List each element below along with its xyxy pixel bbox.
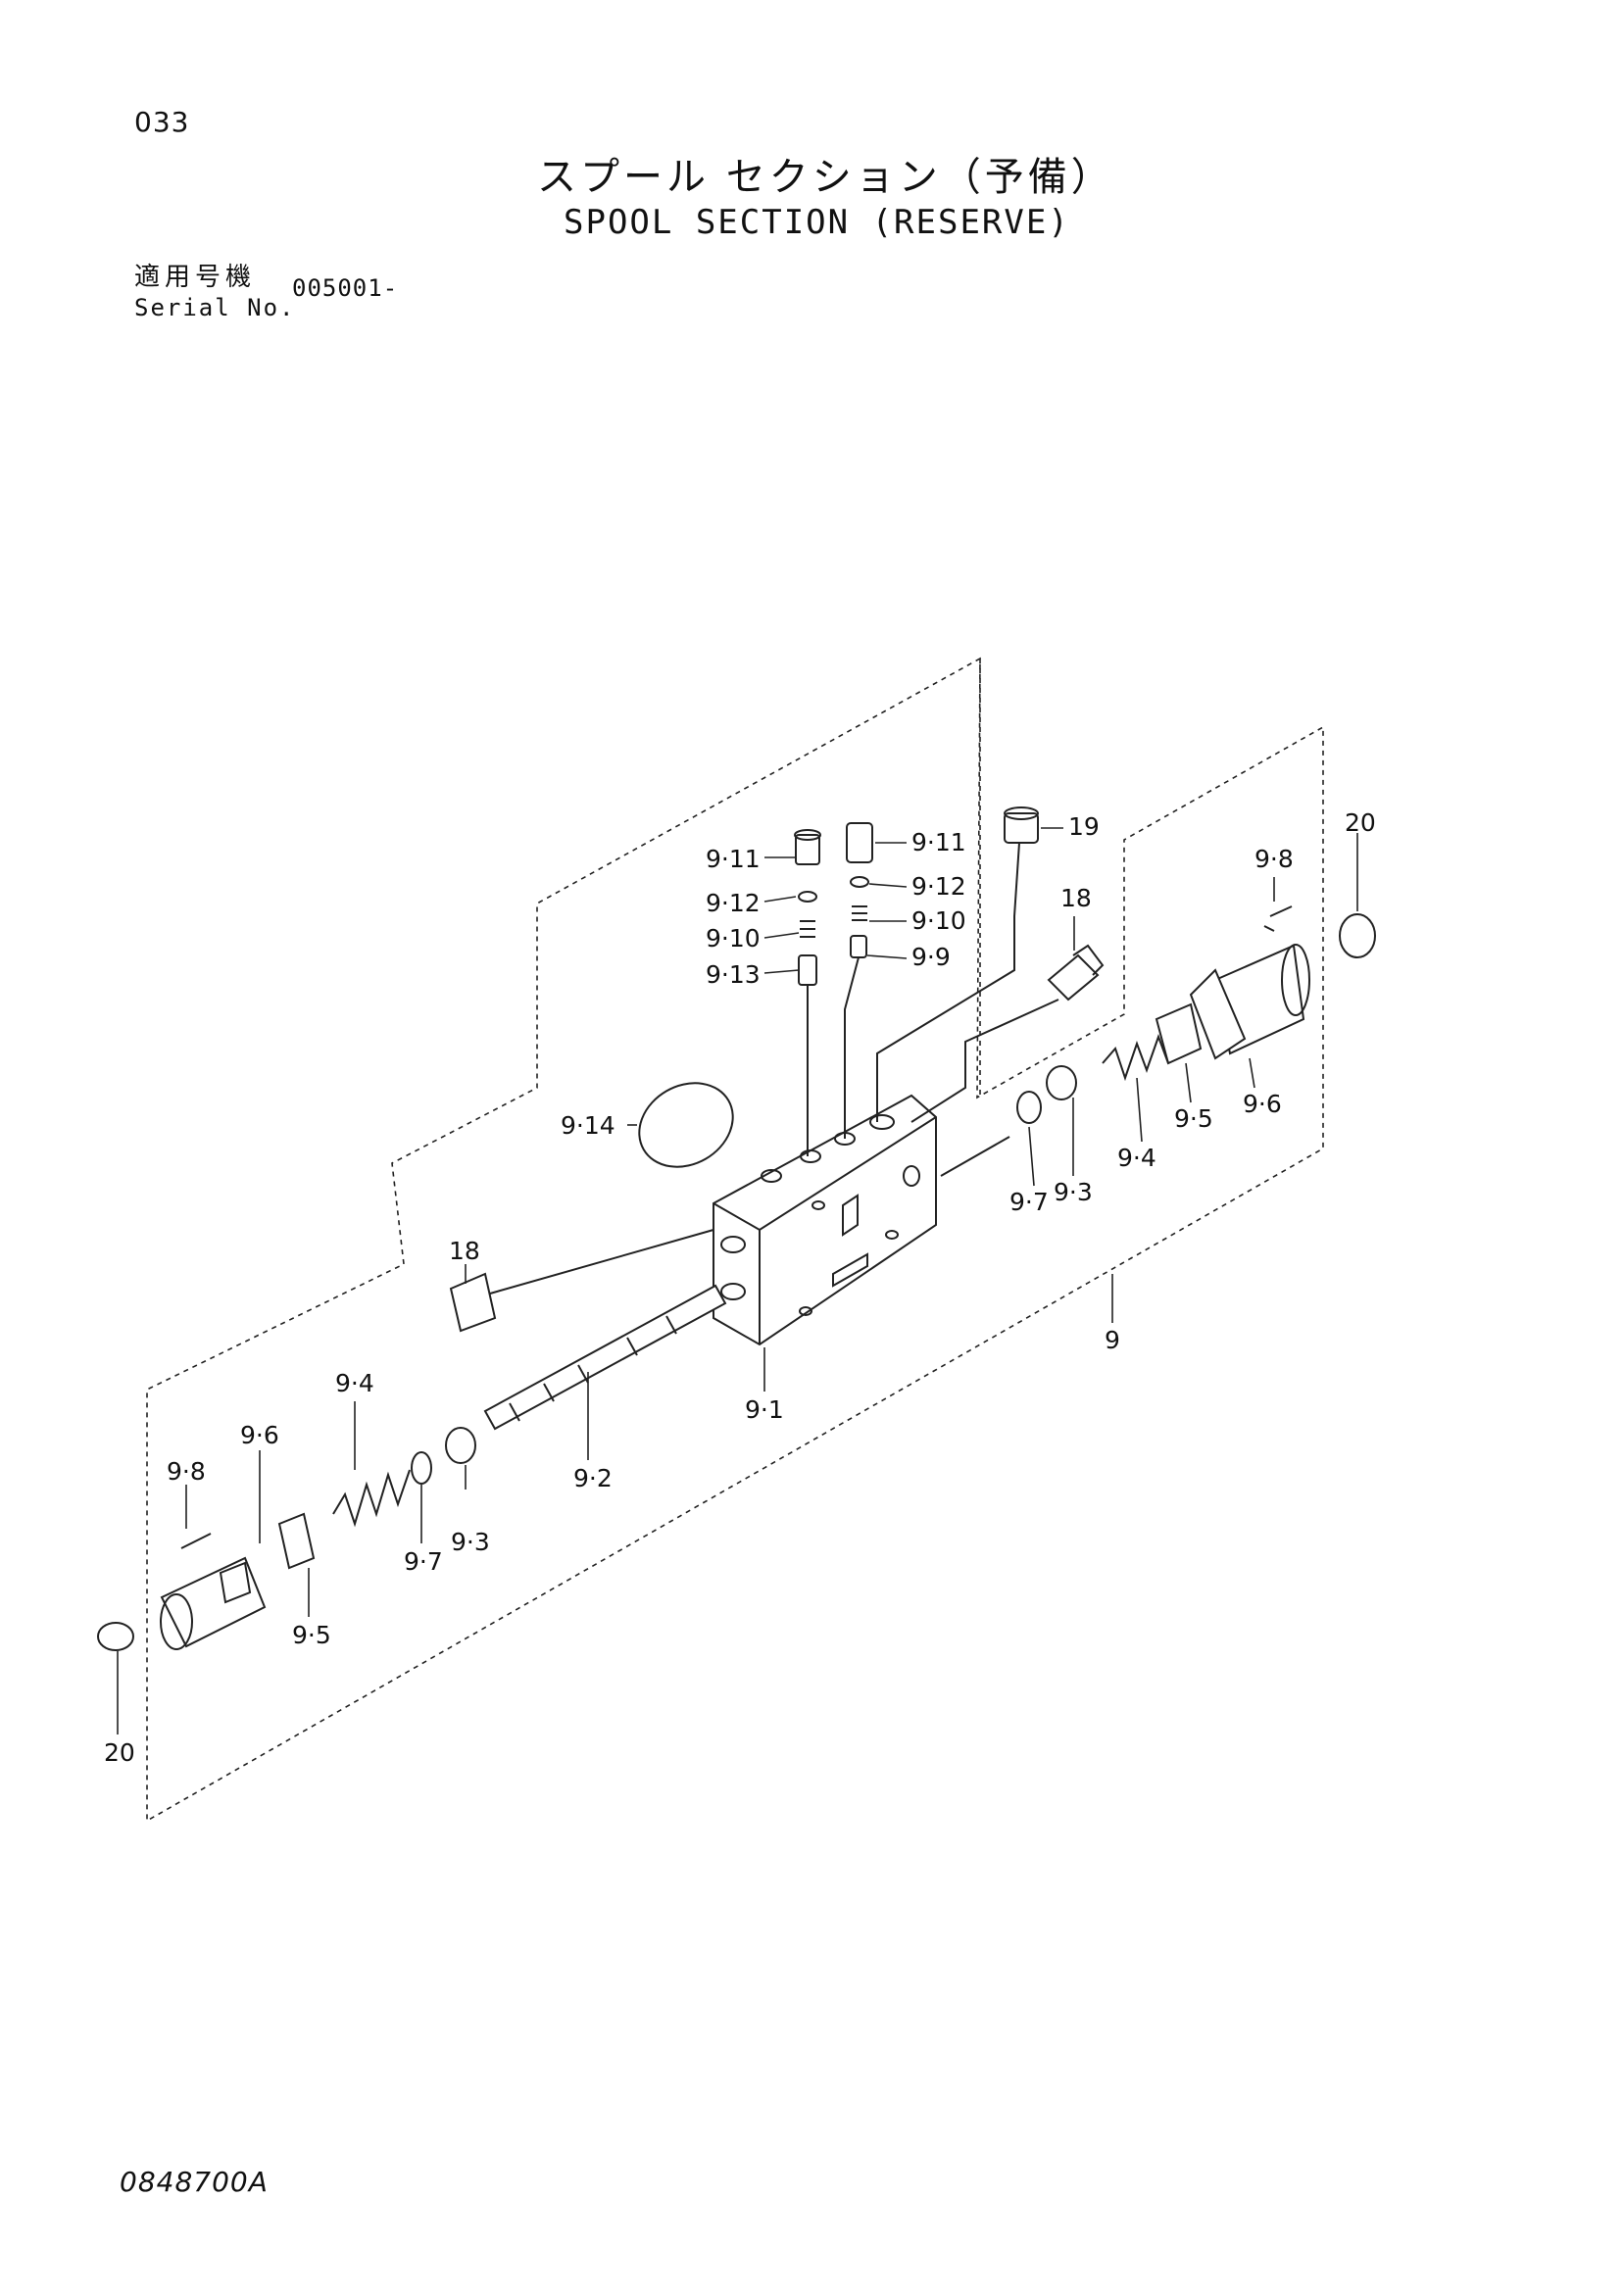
callout-9-4-left: 9·4 xyxy=(335,1369,374,1397)
callout-9-7-left: 9·7 xyxy=(404,1547,443,1576)
top-plug-right xyxy=(844,822,873,1139)
callout-9-9: 9·9 xyxy=(911,943,951,971)
spool xyxy=(483,1284,727,1431)
callout-9-6-left: 9·6 xyxy=(240,1421,279,1449)
bolt-9-8-right xyxy=(1263,905,1293,932)
valve-housing xyxy=(713,1094,937,1346)
callout-18-top: 18 xyxy=(1060,884,1092,912)
callout-20-right: 20 xyxy=(1345,808,1376,837)
callout-9: 9 xyxy=(1105,1326,1120,1354)
fitting-18-right xyxy=(910,944,1105,1123)
serial-label-english: Serial No. xyxy=(134,294,296,321)
bolt-9-8-left xyxy=(180,1533,212,1549)
o-ring-large xyxy=(638,1082,734,1168)
callout-9-3-left: 9·3 xyxy=(451,1528,490,1556)
spring-9-4-right xyxy=(1102,1034,1169,1082)
callout-9-1: 9·1 xyxy=(745,1395,784,1424)
callout-9-13: 9·13 xyxy=(706,960,761,989)
serial-label-japanese: 適用号機 xyxy=(134,263,257,292)
callout-9-8-right: 9·8 xyxy=(1254,845,1294,873)
callout-9-10-left: 9·10 xyxy=(706,924,761,953)
callout-18-left: 18 xyxy=(449,1237,480,1265)
callout-9-14: 9·14 xyxy=(561,1111,615,1140)
fitting-18-left xyxy=(449,1229,714,1333)
callout-19: 19 xyxy=(1068,812,1100,841)
callout-9-11-right: 9·11 xyxy=(911,828,966,856)
drawing-code: 0848700A xyxy=(120,2166,269,2198)
callout-9-5-right: 9·5 xyxy=(1174,1104,1213,1133)
callout-9-10-right: 9·10 xyxy=(911,906,966,935)
plug-20-right xyxy=(1339,913,1376,958)
seat-9-5-left xyxy=(277,1512,316,1570)
left-cap-bore xyxy=(160,1593,193,1650)
left-cap-9-6 xyxy=(160,1556,267,1648)
assembly-boundary xyxy=(146,657,1324,1823)
callout-9-11-left: 9·11 xyxy=(706,845,761,873)
page-number: 033 xyxy=(134,106,190,138)
plug-19 xyxy=(876,806,1039,1122)
callout-9-7-right: 9·7 xyxy=(1009,1188,1049,1216)
top-plug-left xyxy=(794,829,821,1156)
callout-9-3-right: 9·3 xyxy=(1054,1178,1093,1206)
retainer-9-3-right xyxy=(1046,1065,1077,1100)
plug-20-left xyxy=(97,1622,134,1651)
serial-number-value: 005001- xyxy=(292,274,399,302)
callout-20-left: 20 xyxy=(104,1738,135,1767)
right-cap-9-6 xyxy=(1189,944,1310,1060)
o-ring-9-7-left xyxy=(411,1451,432,1485)
callout-9-12-left: 9·12 xyxy=(706,889,761,917)
callout-9-12-right: 9·12 xyxy=(911,872,966,901)
title-japanese: スプール セクション（予備） xyxy=(537,155,1114,200)
retainer-9-3-left xyxy=(445,1427,476,1464)
title-english: SPOOL SECTION (RESERVE) xyxy=(564,203,1070,242)
o-ring-9-7-right xyxy=(1016,1091,1042,1124)
callout-9-8-left: 9·8 xyxy=(167,1457,206,1486)
spring-9-4-left xyxy=(332,1469,411,1528)
callout-9-6-right: 9·6 xyxy=(1243,1090,1282,1118)
callout-9-4-right: 9·4 xyxy=(1117,1144,1156,1172)
seat-9-5-right xyxy=(1155,1002,1203,1065)
callout-9-2: 9·2 xyxy=(573,1464,613,1492)
callout-9-5-left: 9·5 xyxy=(292,1621,331,1649)
